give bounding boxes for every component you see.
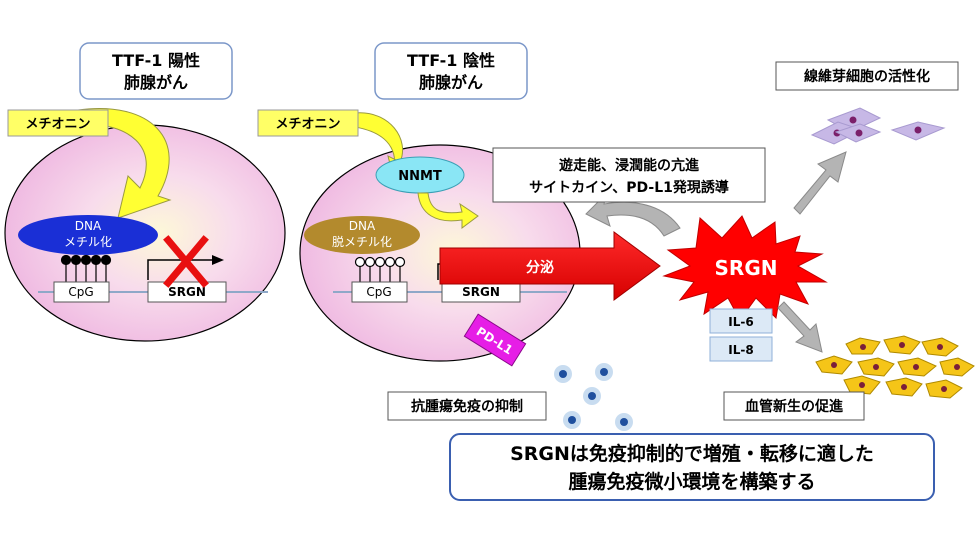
left-dna-line2: メチル化 bbox=[64, 235, 112, 249]
left-status-line2: 肺腺がん bbox=[124, 73, 188, 92]
left-methionine-box: メチオニン bbox=[7, 109, 109, 137]
endothelial-nuclei bbox=[831, 342, 960, 392]
right-status-box: TTF-1 陰性 肺腺がん bbox=[374, 42, 528, 100]
feedback-arrow bbox=[585, 192, 681, 237]
fibroblast-arrow bbox=[793, 151, 847, 215]
secretion-label: 分泌 bbox=[526, 259, 554, 276]
antitumor-label: 抗腫瘍免疫の抑制 bbox=[411, 398, 523, 415]
migration-line1: 遊走能、浸潤能の亢進 bbox=[559, 157, 699, 174]
left-status-box: TTF-1 陽性 肺腺がん bbox=[79, 42, 233, 100]
conclusion-box: SRGNは免疫抑制的で増殖・転移に適した 腫瘍免疫微小環境を構築する bbox=[449, 433, 935, 501]
left-status-line1: TTF-1 陽性 bbox=[112, 51, 200, 70]
migration-line2: サイトカイン、PD-L1発現誘導 bbox=[529, 179, 729, 196]
migration-box: 遊走能、浸潤能の亢進 サイトカイン、PD-L1発現誘導 bbox=[492, 147, 766, 203]
nnmt-enzyme: NNMT bbox=[375, 156, 465, 194]
endothelial-cell-icon bbox=[815, 335, 975, 399]
transcription-arrow-head bbox=[212, 255, 224, 265]
il6-label: IL-6 bbox=[728, 315, 753, 329]
secretion-arrow bbox=[439, 231, 661, 301]
x-mark-icon bbox=[163, 235, 209, 288]
antitumor-label-box: 抗腫瘍免疫の抑制 bbox=[387, 391, 547, 421]
nnmt-label: NNMT bbox=[398, 169, 442, 184]
fibroblast-label: 線維芽細胞の活性化 bbox=[804, 68, 930, 85]
right-methionine-label: メチオニン bbox=[275, 117, 340, 132]
left-dna-line1: DNA bbox=[75, 219, 102, 233]
right-cpg-box: CpG bbox=[351, 281, 408, 303]
right-dna-line1: DNA bbox=[349, 219, 376, 233]
left-srgn-gene-label: SRGN bbox=[168, 285, 206, 299]
angiogenesis-arrow bbox=[777, 301, 823, 353]
left-dna-methylation: DNA メチル化 bbox=[18, 215, 158, 255]
left-cpg-label: CpG bbox=[68, 285, 93, 299]
right-dna-demethylation: DNA 脱メチル化 bbox=[304, 216, 420, 254]
angiogenesis-label: 血管新生の促進 bbox=[745, 398, 843, 415]
right-srgn-gene-label: SRGN bbox=[462, 285, 500, 299]
unmethyl-lollipop-icon bbox=[354, 256, 406, 284]
fibroblast-label-box: 線維芽細胞の活性化 bbox=[775, 61, 959, 91]
il8-label: IL-8 bbox=[728, 343, 753, 357]
srgn-burst-label: SRGN bbox=[715, 256, 778, 280]
methyl-lollipop-icon bbox=[60, 254, 112, 282]
right-srgn-gene-box: SRGN bbox=[441, 281, 521, 303]
left-methionine-arrow bbox=[77, 108, 172, 219]
conclusion-line2: 腫瘍免疫微小環境を構築する bbox=[568, 470, 815, 493]
right-status-line1: TTF-1 陰性 bbox=[407, 51, 495, 70]
nnmt-arrow bbox=[417, 192, 479, 229]
il6-box: IL-6 bbox=[709, 308, 773, 334]
right-methionine-box: メチオニン bbox=[257, 109, 359, 137]
right-status-line2: 肺腺がん bbox=[419, 73, 483, 92]
left-srgn-gene-box: SRGN bbox=[147, 281, 227, 303]
right-cpg-label: CpG bbox=[366, 285, 391, 299]
srgn-burst bbox=[662, 215, 828, 321]
right-dna-line2: 脱メチル化 bbox=[332, 234, 392, 249]
conclusion-line1: SRGNは免疫抑制的で増殖・転移に適した bbox=[510, 442, 874, 465]
left-cpg-box: CpG bbox=[53, 281, 110, 303]
immune-cell-icon bbox=[554, 363, 633, 431]
fibroblast-cell-icon bbox=[810, 107, 946, 145]
angiogenesis-label-box: 血管新生の促進 bbox=[723, 391, 865, 421]
il8-box: IL-8 bbox=[709, 336, 773, 362]
left-methionine-label: メチオニン bbox=[25, 117, 90, 132]
